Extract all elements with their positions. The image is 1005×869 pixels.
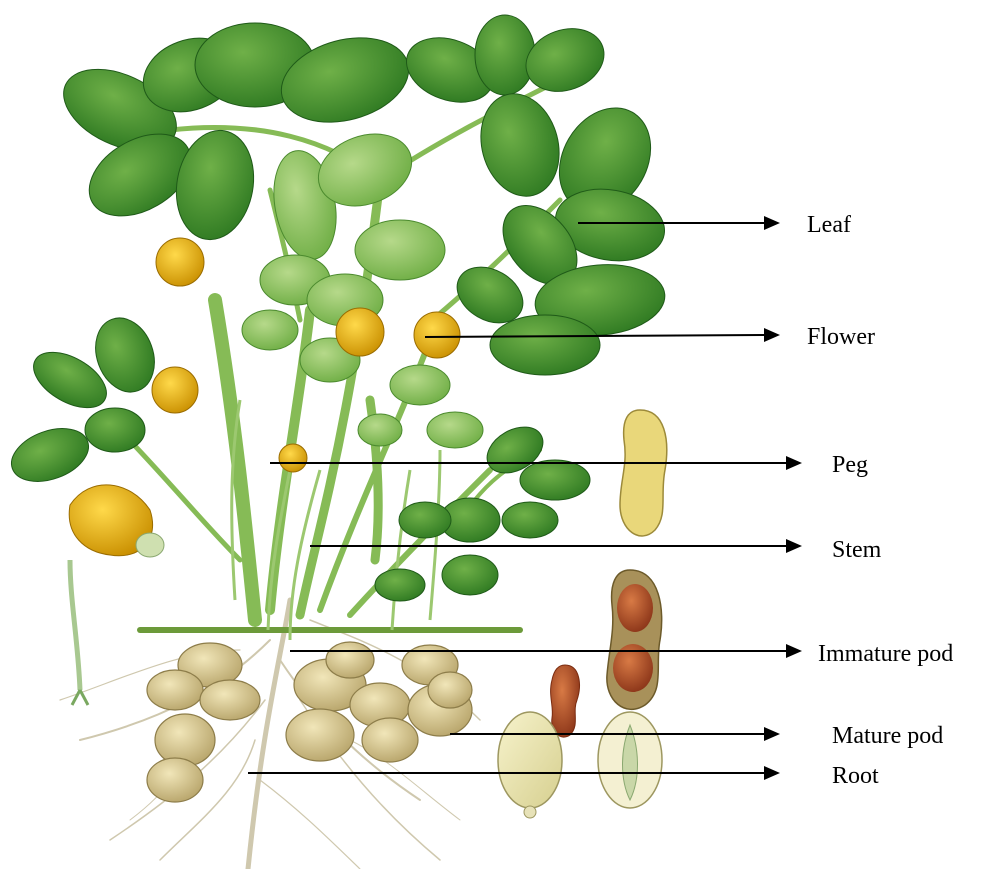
label-mature-pod: Mature pod — [832, 724, 943, 748]
peg-arrowhead — [786, 456, 802, 470]
label-leaf: Leaf — [807, 213, 851, 237]
immature-pod-arrowhead — [786, 644, 802, 658]
label-flower: Flower — [807, 325, 875, 349]
flower-arrowhead — [764, 328, 780, 342]
label-stem: Stem — [832, 538, 881, 562]
leaf-arrowhead — [764, 216, 780, 230]
label-immature-pod: Immature pod — [818, 642, 953, 666]
label-peg: Peg — [832, 453, 868, 477]
stem-arrowhead — [786, 539, 802, 553]
root-arrowhead — [764, 766, 780, 780]
mature-pod-arrowhead — [764, 727, 780, 741]
flower-arrow — [425, 335, 768, 337]
label-root: Root — [832, 764, 879, 788]
